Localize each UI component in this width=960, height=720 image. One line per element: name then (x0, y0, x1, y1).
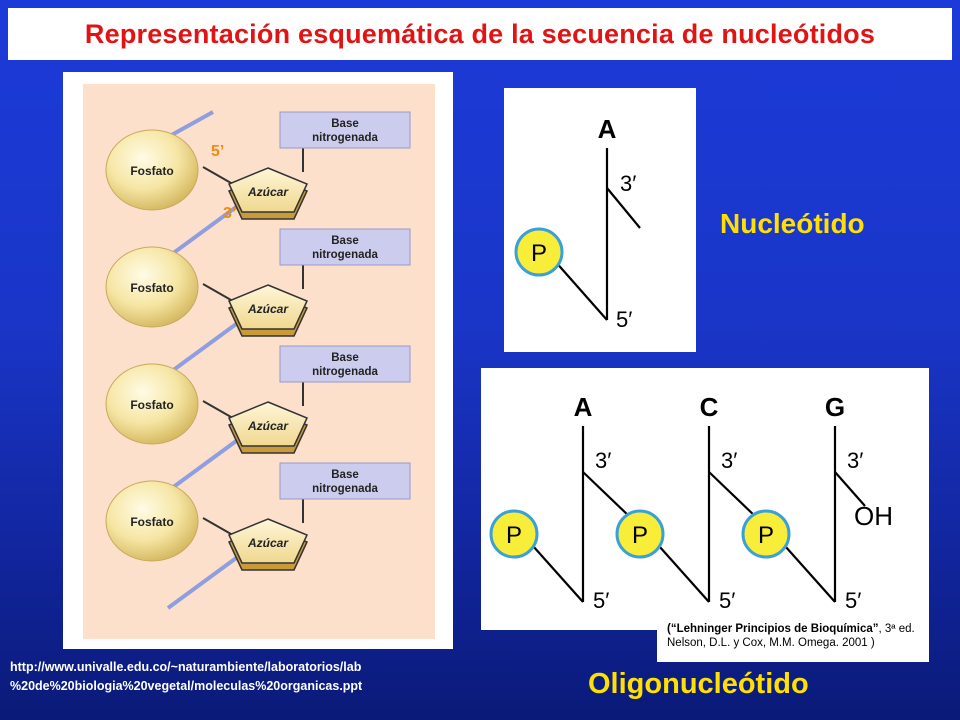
base-box (279, 111, 411, 149)
oligo-3-prime: 3′ (847, 448, 863, 473)
sugar-label: Azúcar (247, 419, 289, 433)
prime-5-label: 5’ (211, 143, 224, 160)
backbone-start (167, 110, 214, 139)
oligo-base-letter: C (700, 392, 719, 422)
oligo-5-bond (658, 545, 710, 603)
nucleotide-panel: A 3′ 5′ P (504, 88, 696, 352)
sugar-label: Azúcar (247, 185, 289, 199)
oligo-3-bond (708, 471, 758, 519)
oligo-oh-bond (834, 471, 866, 507)
base-label-line1: Base (331, 118, 359, 130)
prime-3-label: 3’ (223, 205, 236, 222)
base-box (279, 345, 411, 383)
base-label-line2: nitrogenada (312, 366, 378, 378)
schematic-diagram: FosfatoAzúcarBasenitrogenadaFosfatoAzúca… (83, 84, 435, 639)
phosphate-label: Fosfato (130, 164, 173, 178)
oligo-unit: A 3′ 5′ P (489, 392, 632, 613)
nucleotide-5-bond (553, 259, 608, 321)
source-url[interactable]: http://www.univalle.edu.co/~naturambient… (10, 658, 362, 696)
base-label-line1: Base (331, 352, 359, 364)
backbone-link (166, 317, 245, 376)
title-bar: Representación esquemática de la secuenc… (8, 8, 952, 60)
phosphate-sphere (105, 363, 199, 445)
oligo-5-bond (532, 545, 584, 603)
phosphate-sphere (105, 246, 199, 328)
phosphate-sphere (105, 129, 199, 211)
slide-title: Representación esquemática de la secuenc… (84, 18, 876, 49)
source-url-line2[interactable]: %20de%20biologia%20vegetal/moleculas%20o… (10, 679, 363, 693)
oligo-oh-label: OH (854, 501, 893, 531)
nucleotide-5-prime: 5′ (616, 307, 632, 332)
reference-edition: , 3ª ed. (878, 623, 915, 635)
source-url-line1[interactable]: http://www.univalle.edu.co/~naturambient… (10, 660, 362, 674)
oligo-base-letter: G (825, 392, 845, 422)
oligo-phosphate-circle (489, 509, 539, 559)
base-label-line2: nitrogenada (312, 483, 378, 495)
oligo-phosphate-letter: P (506, 522, 522, 549)
base-box (279, 228, 411, 266)
sugar-pentagon (227, 284, 309, 330)
oligo-phosphate-circle (741, 509, 791, 559)
sugar-pentagon (227, 167, 309, 213)
phosphate-label: Fosfato (130, 515, 173, 529)
oligo-5-bond (784, 545, 836, 603)
nucleotide-base-letter: A (598, 114, 617, 144)
oligonucleotide-panel: A 3′ 5′ P C 3′ 5′ P G 3′ 5′ P OH (481, 368, 929, 630)
nucleotide-diagram: A 3′ 5′ P (514, 114, 641, 332)
phosphate-label: Fosfato (130, 398, 173, 412)
oligo-3-prime: 3′ (595, 448, 611, 473)
nucleotide-phosphate-letter: P (531, 240, 547, 267)
backbone-link (166, 200, 245, 259)
sugar-label: Azúcar (247, 302, 289, 316)
sugar-pentagon (227, 518, 309, 564)
base-label-line2: nitrogenada (312, 249, 378, 261)
phosphate-sphere (105, 480, 199, 562)
oligo-phosphate-letter: P (758, 522, 774, 549)
oligonucleotide-label: Oligonucleótido (588, 668, 809, 700)
oligo-5-prime: 5′ (719, 588, 735, 613)
base-label-line1: Base (331, 469, 359, 481)
base-label-line1: Base (331, 235, 359, 247)
oligo-unit: C 3′ 5′ P (615, 392, 758, 613)
oligo-5-prime: 5′ (845, 588, 861, 613)
nucleotide-phosphate-circle (514, 227, 564, 277)
reference-citation: (“Lehninger Principios de Bioquímica”, 3… (657, 608, 929, 662)
reference-authors: Nelson, D.L. y Cox, M.M. Omega. 2001 ) (667, 637, 875, 649)
oligo-phosphate-letter: P (632, 522, 648, 549)
oligo-phosphate-circle (615, 509, 665, 559)
nucleotide-3-bond (606, 187, 641, 229)
oligo-5-prime: 5′ (593, 588, 609, 613)
base-label-line2: nitrogenada (312, 132, 378, 144)
oligo-unit: G 3′ 5′ P (741, 392, 866, 613)
oligonucleotide-diagram: A 3′ 5′ P C 3′ 5′ P G 3′ 5′ P OH (489, 392, 893, 613)
phosphate-label: Fosfato (130, 281, 173, 295)
base-box (279, 462, 411, 500)
reference-book-title: (“Lehninger Principios de Bioquímica” (667, 623, 879, 635)
backbone-link (166, 434, 245, 493)
backbone-link (166, 551, 245, 610)
oligo-3-bond (582, 471, 632, 519)
nucleotide-label: Nucleótido (720, 208, 865, 239)
nucleotide-3-prime: 3′ (620, 171, 636, 196)
oligo-3-prime: 3′ (721, 448, 737, 473)
sugar-pentagon (227, 401, 309, 447)
sugar-label: Azúcar (247, 536, 289, 550)
oligo-base-letter: A (574, 392, 593, 422)
